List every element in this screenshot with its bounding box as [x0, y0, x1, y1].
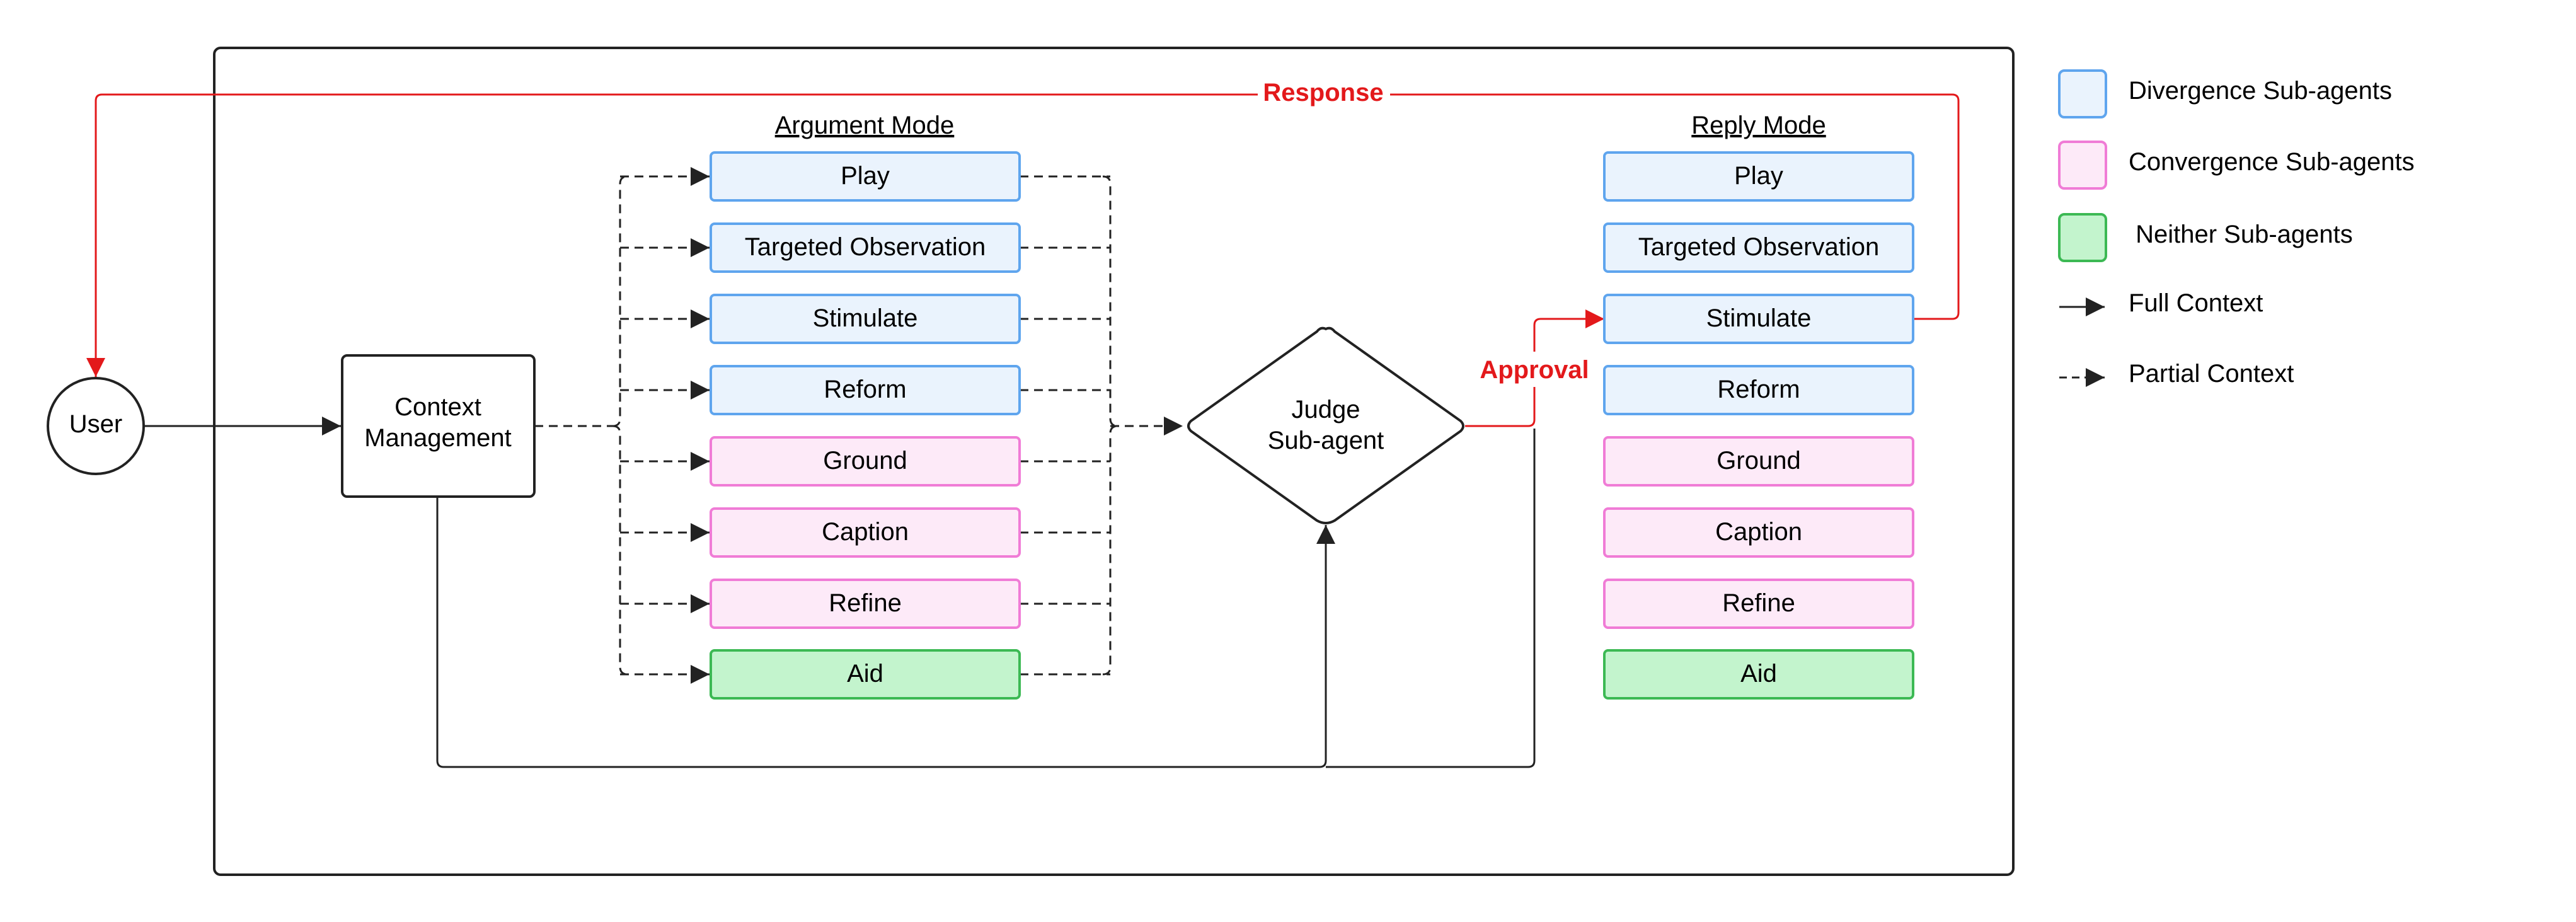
argument-ground-box — [710, 436, 1021, 487]
reply-reform-label: Reform — [1717, 376, 1800, 403]
argument-fan-out-trunk — [612, 175, 628, 427]
argument-stimulate-box — [710, 294, 1021, 344]
partial-context-fan-lines — [620, 167, 1110, 684]
context-to-judge-connector — [436, 497, 1335, 768]
reply-ground-label: Ground — [1716, 447, 1800, 475]
context-management-node — [341, 354, 536, 498]
argument-reform-box — [710, 365, 1021, 415]
system-frame — [213, 47, 2015, 876]
legend-partial-context-label: Partial Context — [2129, 360, 2294, 388]
reply-targeted-observation-box — [1603, 222, 1914, 273]
response-label: Response — [1263, 79, 1383, 107]
reply-play-label: Play — [1734, 162, 1783, 190]
argument-fan-in-trunk-lower — [1102, 425, 1118, 676]
argument-play-box — [710, 151, 1021, 202]
reply-play-box — [1603, 151, 1914, 202]
context-to-reply-connector — [1326, 429, 1536, 768]
argument-caption-box — [710, 507, 1021, 558]
legend-neither-swatch — [2058, 213, 2107, 262]
reply-refine-box — [1603, 579, 1914, 629]
reply-stimulate-label: Stimulate — [1706, 304, 1812, 332]
argument-aid-box — [710, 649, 1021, 700]
argument-stimulate-label: Stimulate — [813, 304, 918, 332]
argument-refine-box — [710, 579, 1021, 629]
context-management-label-line1: Context — [394, 393, 481, 421]
reply-ground-box — [1603, 436, 1914, 487]
reply-caption-box — [1603, 507, 1914, 558]
argument-play-label: Play — [841, 162, 890, 190]
user-node — [47, 377, 145, 475]
argument-mode-title: Argument Mode — [775, 112, 955, 139]
legend-convergence-swatch — [2058, 141, 2107, 190]
legend: Divergence Sub-agents Convergence Sub-ag… — [2058, 69, 2415, 388]
argument-targeted-observation-label: Targeted Observation — [745, 233, 986, 261]
legend-full-context-label: Full Context — [2129, 289, 2263, 317]
approval-label: Approval — [1480, 356, 1589, 384]
reply-reform-box — [1603, 365, 1914, 415]
argument-reform-label: Reform — [824, 376, 906, 403]
reply-aid-label: Aid — [1740, 660, 1777, 688]
legend-divergence-swatch — [2058, 69, 2107, 118]
reply-refine-label: Refine — [1722, 589, 1795, 617]
reply-mode-title: Reply Mode — [1691, 112, 1826, 139]
argument-ground-label: Ground — [823, 447, 907, 475]
legend-neither-label: Neither Sub-agents — [2129, 221, 2353, 248]
argument-refine-label: Refine — [829, 589, 902, 617]
connectors — [86, 93, 1960, 768]
reply-targeted-observation-label: Targeted Observation — [1638, 233, 1879, 261]
approval-label-bg — [1476, 352, 1593, 387]
argument-aid-label: Aid — [847, 660, 883, 688]
argument-fan-out-trunk-lower — [612, 425, 628, 676]
argument-caption-label: Caption — [822, 518, 909, 546]
user-label: User — [69, 410, 122, 438]
response-connector — [86, 93, 1960, 377]
judge-label-line1: Judge — [1292, 396, 1360, 424]
reply-aid-box — [1603, 649, 1914, 700]
context-management-label-line2: Management — [364, 424, 511, 452]
reply-caption-label: Caption — [1715, 518, 1802, 546]
argument-targeted-observation-box — [710, 222, 1021, 273]
response-label-bg — [1258, 74, 1390, 110]
reply-stimulate-box — [1603, 294, 1914, 344]
legend-convergence-label: Convergence Sub-agents — [2129, 148, 2415, 176]
judge-node — [1187, 326, 1464, 524]
judge-label-line2: Sub-agent — [1268, 427, 1384, 454]
argument-fan-in-trunk — [1102, 175, 1118, 427]
legend-divergence-label: Divergence Sub-agents — [2129, 77, 2392, 105]
